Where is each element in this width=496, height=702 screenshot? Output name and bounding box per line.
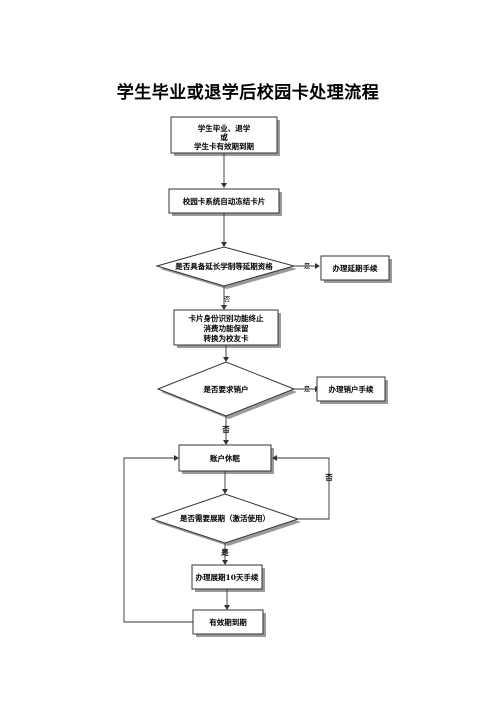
node-convert: 卡片身份识别功能终止 消费功能保留 转换为校友卡 [173,309,281,348]
label-no-1: 否 [224,295,231,303]
node-extend-proc: 办理延期手续 [320,255,392,283]
node-dormant-text: 账户休眠 [210,453,240,463]
arrowhead [315,263,320,269]
node-renew-proc: 办理展期10天手续 [191,564,265,592]
label-no-3: 否 [324,473,333,482]
decision-cancel: 是否要求销户 [156,361,297,419]
arrowhead [221,183,227,188]
arrowhead [174,455,179,461]
arrow-renew-no-loop [276,457,330,520]
node-expire: 有效期到期 [192,609,266,637]
decision-renew-text: 是否需要展期（激活使用） [179,513,270,523]
arrowhead [222,560,228,565]
node-renew-proc-text: 办理展期10天手续 [196,572,259,582]
arrow-expire-loop [123,457,193,623]
arrowhead [224,605,230,610]
node-extend-proc-text: 办理延期手续 [333,263,378,273]
node-freeze-text: 校园卡系统自动冻结卡片 [183,196,266,206]
node-cancel-proc-text: 办理销户手续 [329,384,374,394]
label-yes-3: 是 [220,547,229,557]
label-no-2: 否 [221,425,230,434]
node-convert-line-1: 卡片身份识别功能终止 [189,313,264,323]
node-start-line-3: 学生卡有效期到期 [194,141,254,151]
label-yes-2: 是 [304,385,311,393]
decision-renew: 是否需要展期（激活使用） [150,493,301,546]
node-convert-line-2: 消费功能保留 [204,323,249,333]
arrowhead [223,440,229,445]
node-start-line-1: 学生毕业、退学 [198,123,251,133]
label-yes-1: 是 [304,262,311,270]
node-freeze: 校园卡系统自动冻结卡片 [168,188,282,216]
arrowhead [222,489,228,494]
node-expire-text: 有效期到期 [209,617,247,627]
node-start-line-2: 或 [220,132,228,142]
decision-extend: 是否具备延长学制等延期资格 [155,246,297,289]
node-start: 学生毕业、退学 或 学生卡有效期到期 [170,116,280,156]
decision-extend-text: 是否具备延长学制等延期资格 [174,261,273,271]
arrowhead [221,305,227,310]
arrowhead [221,242,227,247]
decision-cancel-text: 是否要求销户 [203,384,249,394]
arrowhead [223,357,229,362]
node-dormant: 账户休眠 [178,444,274,474]
node-convert-line-3: 转换为校友卡 [204,333,249,343]
node-cancel-proc: 办理销户手续 [316,376,388,404]
arrowhead [272,455,277,461]
page-title: 学生毕业或退学后校园卡处理流程 [116,83,380,103]
